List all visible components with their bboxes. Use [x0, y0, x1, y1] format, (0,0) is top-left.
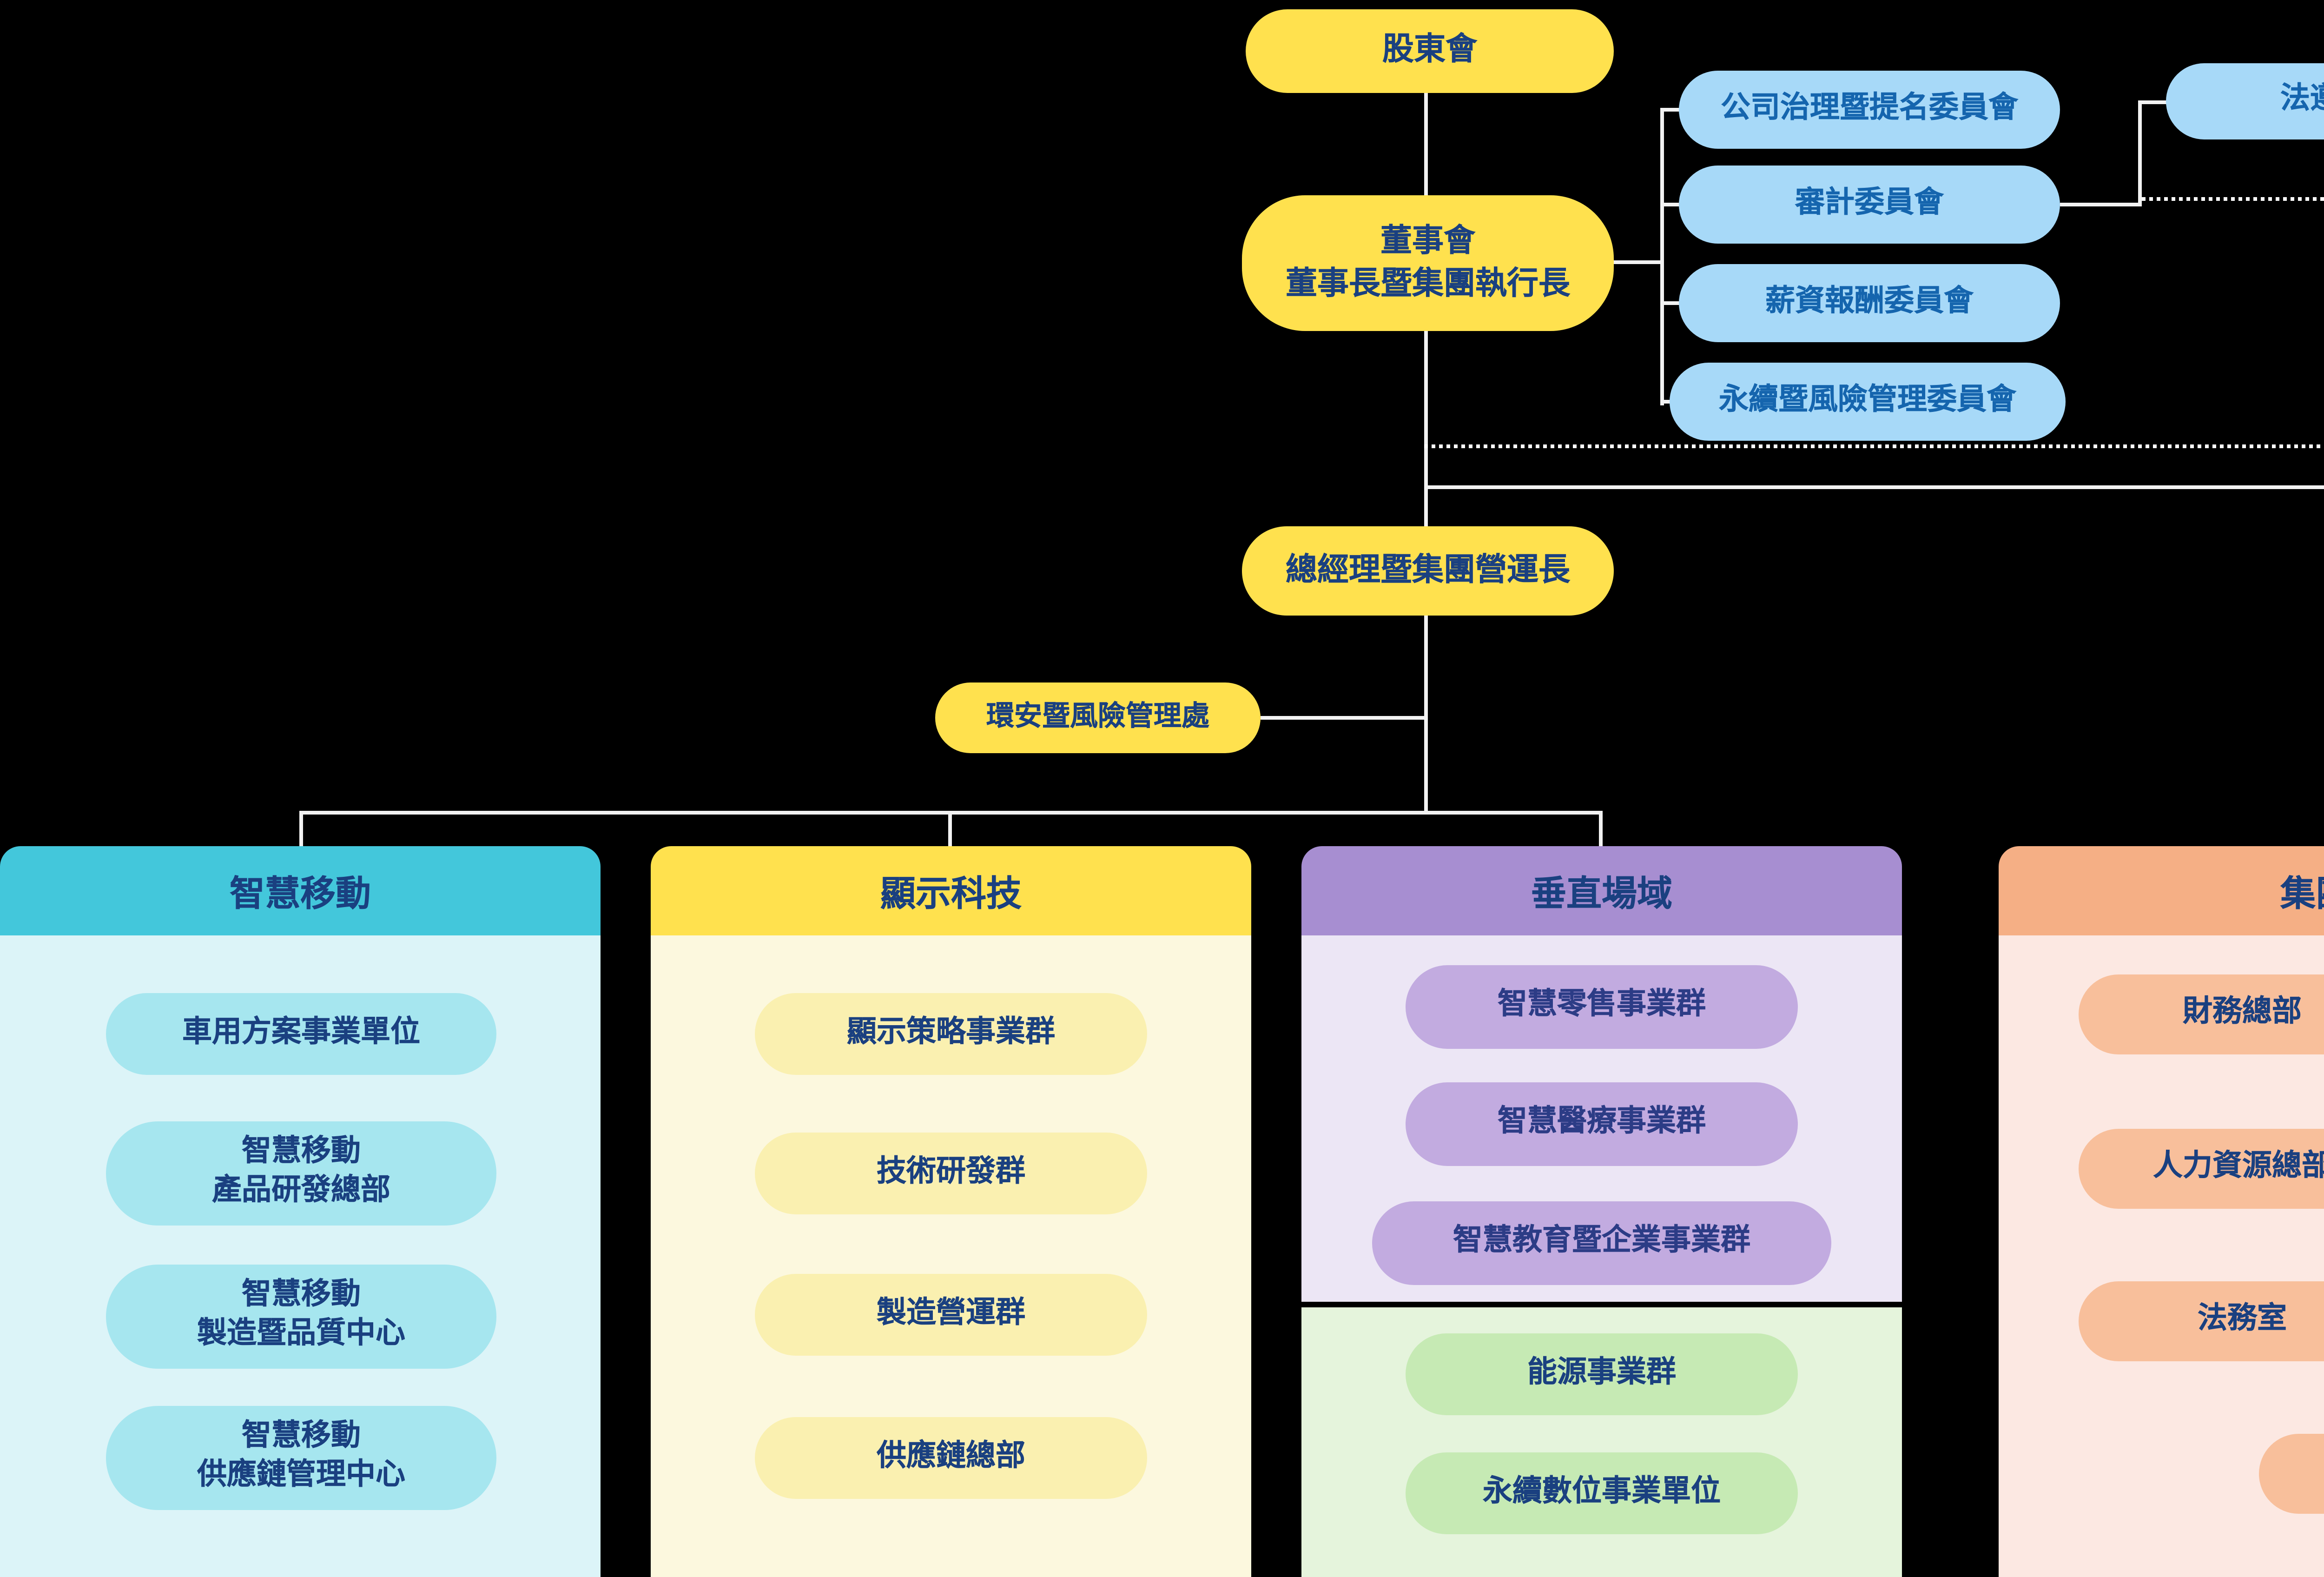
- committee-node-corporate-governance: 公司治理暨提名委員會: [1679, 71, 2060, 149]
- unit-node-auditing-office: 稽核管理處: [2259, 1434, 2324, 1514]
- dotted-compliance-return: [1424, 444, 2324, 448]
- unit-node-smart-education-enterprise: 智慧教育暨企業事業群: [1372, 1201, 1831, 1285]
- unit-node-display-strategy: 顯示策略事業群: [755, 993, 1147, 1075]
- connector-president-trunk: [1424, 614, 1428, 815]
- column-header-group-support: 集團營運支援單位: [1999, 846, 2324, 935]
- unit-node-human-resources-hq: 人力資源總部: [2079, 1129, 2324, 1209]
- column-header-display-technology: 顯示科技: [651, 846, 1251, 935]
- connector-drop-display: [948, 811, 952, 848]
- connector-board-committees: [1614, 260, 1660, 264]
- chief-compliance-advisor-node: 法遵總顧問: [2166, 63, 2324, 139]
- unit-node-automotive-solutions: 車用方案事業單位: [106, 993, 496, 1075]
- connector-committee-stub-1: [1660, 108, 1683, 112]
- unit-node-sm-supply-chain: 智慧移動 供應鏈管理中心: [106, 1406, 496, 1510]
- committee-node-audit: 審計委員會: [1679, 166, 2060, 244]
- unit-node-smart-retail: 智慧零售事業群: [1406, 965, 1798, 1049]
- committee-node-sustainability-risk: 永續暨風險管理委員會: [1670, 363, 2066, 441]
- unit-node-energy-bg: 能源事業群: [1406, 1333, 1798, 1415]
- board-of-directors-node: 董事會 董事長暨集團執行長: [1242, 195, 1614, 331]
- connector-shareholders-board: [1424, 93, 1428, 199]
- connector-committee-stub-3: [1660, 301, 1683, 305]
- unit-node-sm-mfg-quality: 智慧移動 製造暨品質中心: [106, 1265, 496, 1369]
- unit-node-supply-chain-hq: 供應鏈總部: [755, 1417, 1147, 1499]
- esh-risk-management-office-node: 環安暨風險管理處: [935, 682, 1261, 753]
- connector-drop-vertical: [1599, 811, 1603, 848]
- committee-node-compensation: 薪資報酬委員會: [1679, 264, 2060, 342]
- column-header-smart-mobility: 智慧移動: [0, 846, 601, 935]
- unit-node-manufacturing-ops: 製造營運群: [755, 1274, 1147, 1356]
- connector-audit-elbow-v: [2138, 100, 2142, 206]
- connector-committee-stub-2: [1660, 203, 1683, 206]
- connector-esh-office: [1261, 716, 1428, 720]
- column-header-vertical-domains: 垂直場域: [1301, 846, 1902, 935]
- unit-node-sustainable-digital: 永續數位事業單位: [1406, 1452, 1798, 1534]
- connector-trunk-to-support: [1424, 485, 2324, 489]
- connector-audit-elbow-h: [2060, 203, 2142, 206]
- dotted-audit-right: [2142, 197, 2324, 201]
- unit-node-technology-rd: 技術研發群: [755, 1133, 1147, 1214]
- unit-node-legal-office: 法務室: [2079, 1281, 2324, 1361]
- connector-drop-smart-mobility: [299, 811, 303, 848]
- unit-node-sm-product-rd: 智慧移動 產品研發總部: [106, 1121, 496, 1226]
- shareholders-meeting-node: 股東會: [1246, 9, 1614, 93]
- connector-committee-spine: [1660, 108, 1664, 405]
- president-coo-node: 總經理暨集團營運長: [1242, 526, 1614, 616]
- unit-node-finance-hq: 財務總部: [2079, 974, 2324, 1054]
- connector-compliance-stub: [2138, 100, 2168, 104]
- connector-board-president: [1424, 331, 1428, 528]
- unit-node-smart-medical: 智慧醫療事業群: [1406, 1082, 1798, 1166]
